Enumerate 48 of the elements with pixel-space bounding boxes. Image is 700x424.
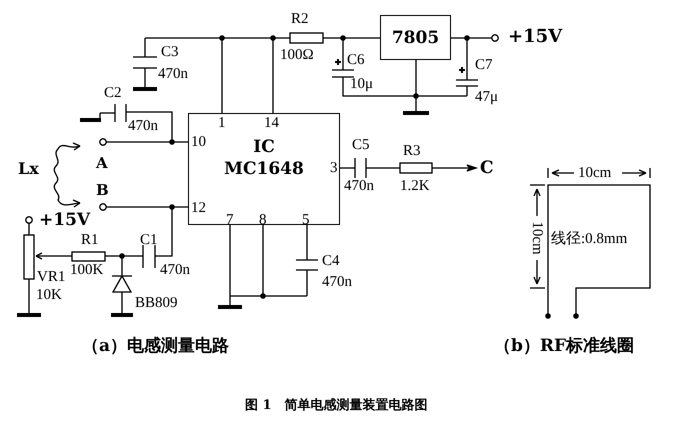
part-label: R1 (81, 232, 99, 248)
figure-caption: 图 1 简单电感测量装置电路图 (245, 398, 428, 414)
value-label: 470n (344, 178, 374, 194)
part-label: VR1 (37, 269, 66, 285)
part-label: R2 (291, 11, 309, 27)
regulator-box (380, 15, 451, 60)
value-label: 100Ω (280, 47, 314, 63)
note-label: 线径:0.8mm (551, 231, 628, 247)
chip-label: 7805 (392, 26, 440, 48)
sub-caption: （b）RF标准线圈 (494, 336, 634, 356)
value-label: 100K (70, 262, 104, 278)
pin-number: 14 (264, 115, 279, 131)
value-label: 470n (160, 262, 190, 278)
terminal-label: B (96, 182, 109, 198)
sub-caption: （a）电感测量电路 (82, 336, 230, 356)
pin-number: 8 (259, 212, 266, 228)
value-label: 470n (128, 118, 158, 134)
part-label: C3 (161, 44, 179, 60)
value-label: 1.2K (400, 178, 430, 194)
part-label: R3 (403, 143, 421, 159)
pin-number: 7 (226, 212, 234, 228)
inductor-label: Lx (18, 161, 39, 177)
part-label: C5 (352, 137, 370, 153)
chip-label: MC1648 (224, 158, 304, 180)
part-label: BB809 (135, 295, 178, 311)
pin-number: 10 (191, 134, 206, 150)
value-label: 10K (36, 287, 62, 303)
value-label: 10μ (350, 76, 374, 92)
part-label: C2 (104, 85, 122, 101)
part-label: C4 (322, 253, 340, 269)
terminal-label: A (96, 155, 108, 171)
value-label: 470n (158, 66, 188, 82)
part-label: C1 (140, 232, 158, 248)
part-label: C7 (475, 57, 493, 73)
value-label: 47μ (475, 89, 498, 105)
dimension-label: 10cm (529, 221, 545, 255)
chip-label: IC (253, 136, 275, 158)
pin-number: 5 (302, 212, 310, 228)
terminal-label: C (480, 160, 494, 176)
supply-label: +15V (508, 28, 562, 46)
ic-box (188, 113, 340, 225)
pin-number: 1 (218, 115, 226, 131)
pin-number: 12 (191, 200, 206, 216)
pin-number: 3 (330, 160, 338, 176)
supply-label: +15V (39, 212, 90, 228)
dimension-label: 10cm (578, 165, 612, 181)
value-label: 470n (322, 274, 352, 290)
part-label: C6 (347, 52, 365, 68)
